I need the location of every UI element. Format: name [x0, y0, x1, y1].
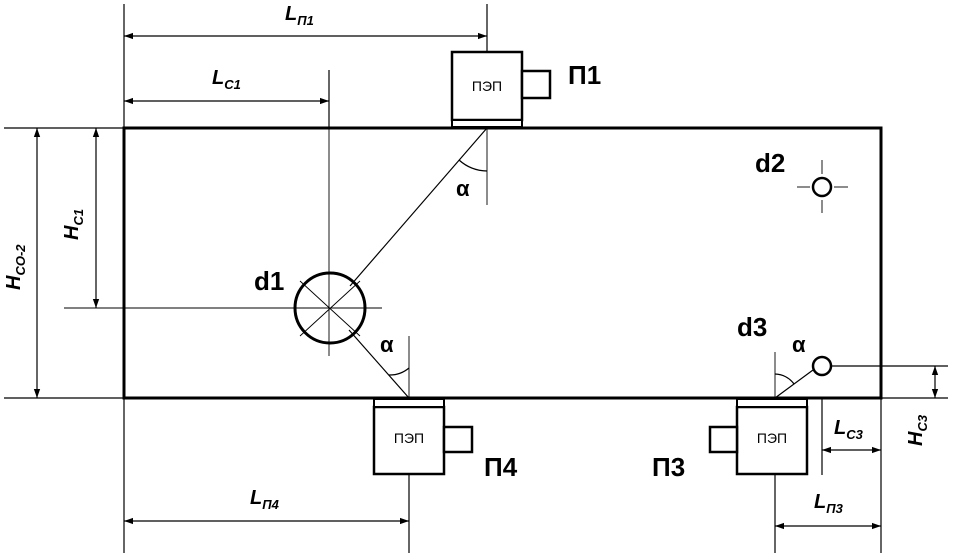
- defect-d2: [811, 176, 833, 198]
- defect-d2-label: d2: [755, 148, 785, 178]
- angle-label-p1: α: [456, 176, 470, 201]
- label-lc1: LC1: [212, 67, 241, 92]
- transducer-p1-text: ПЭП: [472, 78, 502, 94]
- label-hc3: HC3: [905, 414, 930, 446]
- angle-label-p4: α: [380, 332, 394, 357]
- transducer-p3-text: ПЭП: [757, 430, 787, 446]
- defect-d1-label: d1: [254, 266, 284, 296]
- angle-arc-p4: [388, 367, 410, 376]
- angle-label-p3: α: [792, 332, 806, 357]
- beam-paths: [348, 127, 814, 399]
- transducer-p3: ПЭП: [708, 398, 809, 476]
- transducer-p3-name: П3: [652, 452, 685, 482]
- transducer-p4-name: П4: [484, 452, 518, 482]
- defect-d3: [811, 355, 833, 377]
- label-lp3: LП3: [814, 491, 844, 516]
- angle-arcs: [388, 159, 795, 385]
- label-lp1: LП1: [285, 3, 314, 28]
- angle-arc-p3: [774, 373, 795, 385]
- transducer-p1-name: П1: [568, 60, 601, 90]
- angle-arc-p1: [458, 159, 488, 172]
- defect-d3-label: d3: [737, 312, 767, 342]
- transducer-p4-text: ПЭП: [394, 430, 424, 446]
- label-lp4: LП4: [250, 487, 280, 512]
- label-hc1: HC1: [61, 209, 86, 240]
- extension-lines: [4, 4, 948, 553]
- center-lines: [64, 128, 848, 398]
- label-hco2: HCO-2: [3, 244, 28, 290]
- defect-d1: [293, 271, 367, 345]
- label-lc3: LC3: [834, 417, 864, 442]
- transducer-p1: ПЭП: [450, 50, 552, 128]
- transducer-p4: ПЭП: [372, 398, 474, 476]
- dimension-lines: [33, 32, 939, 530]
